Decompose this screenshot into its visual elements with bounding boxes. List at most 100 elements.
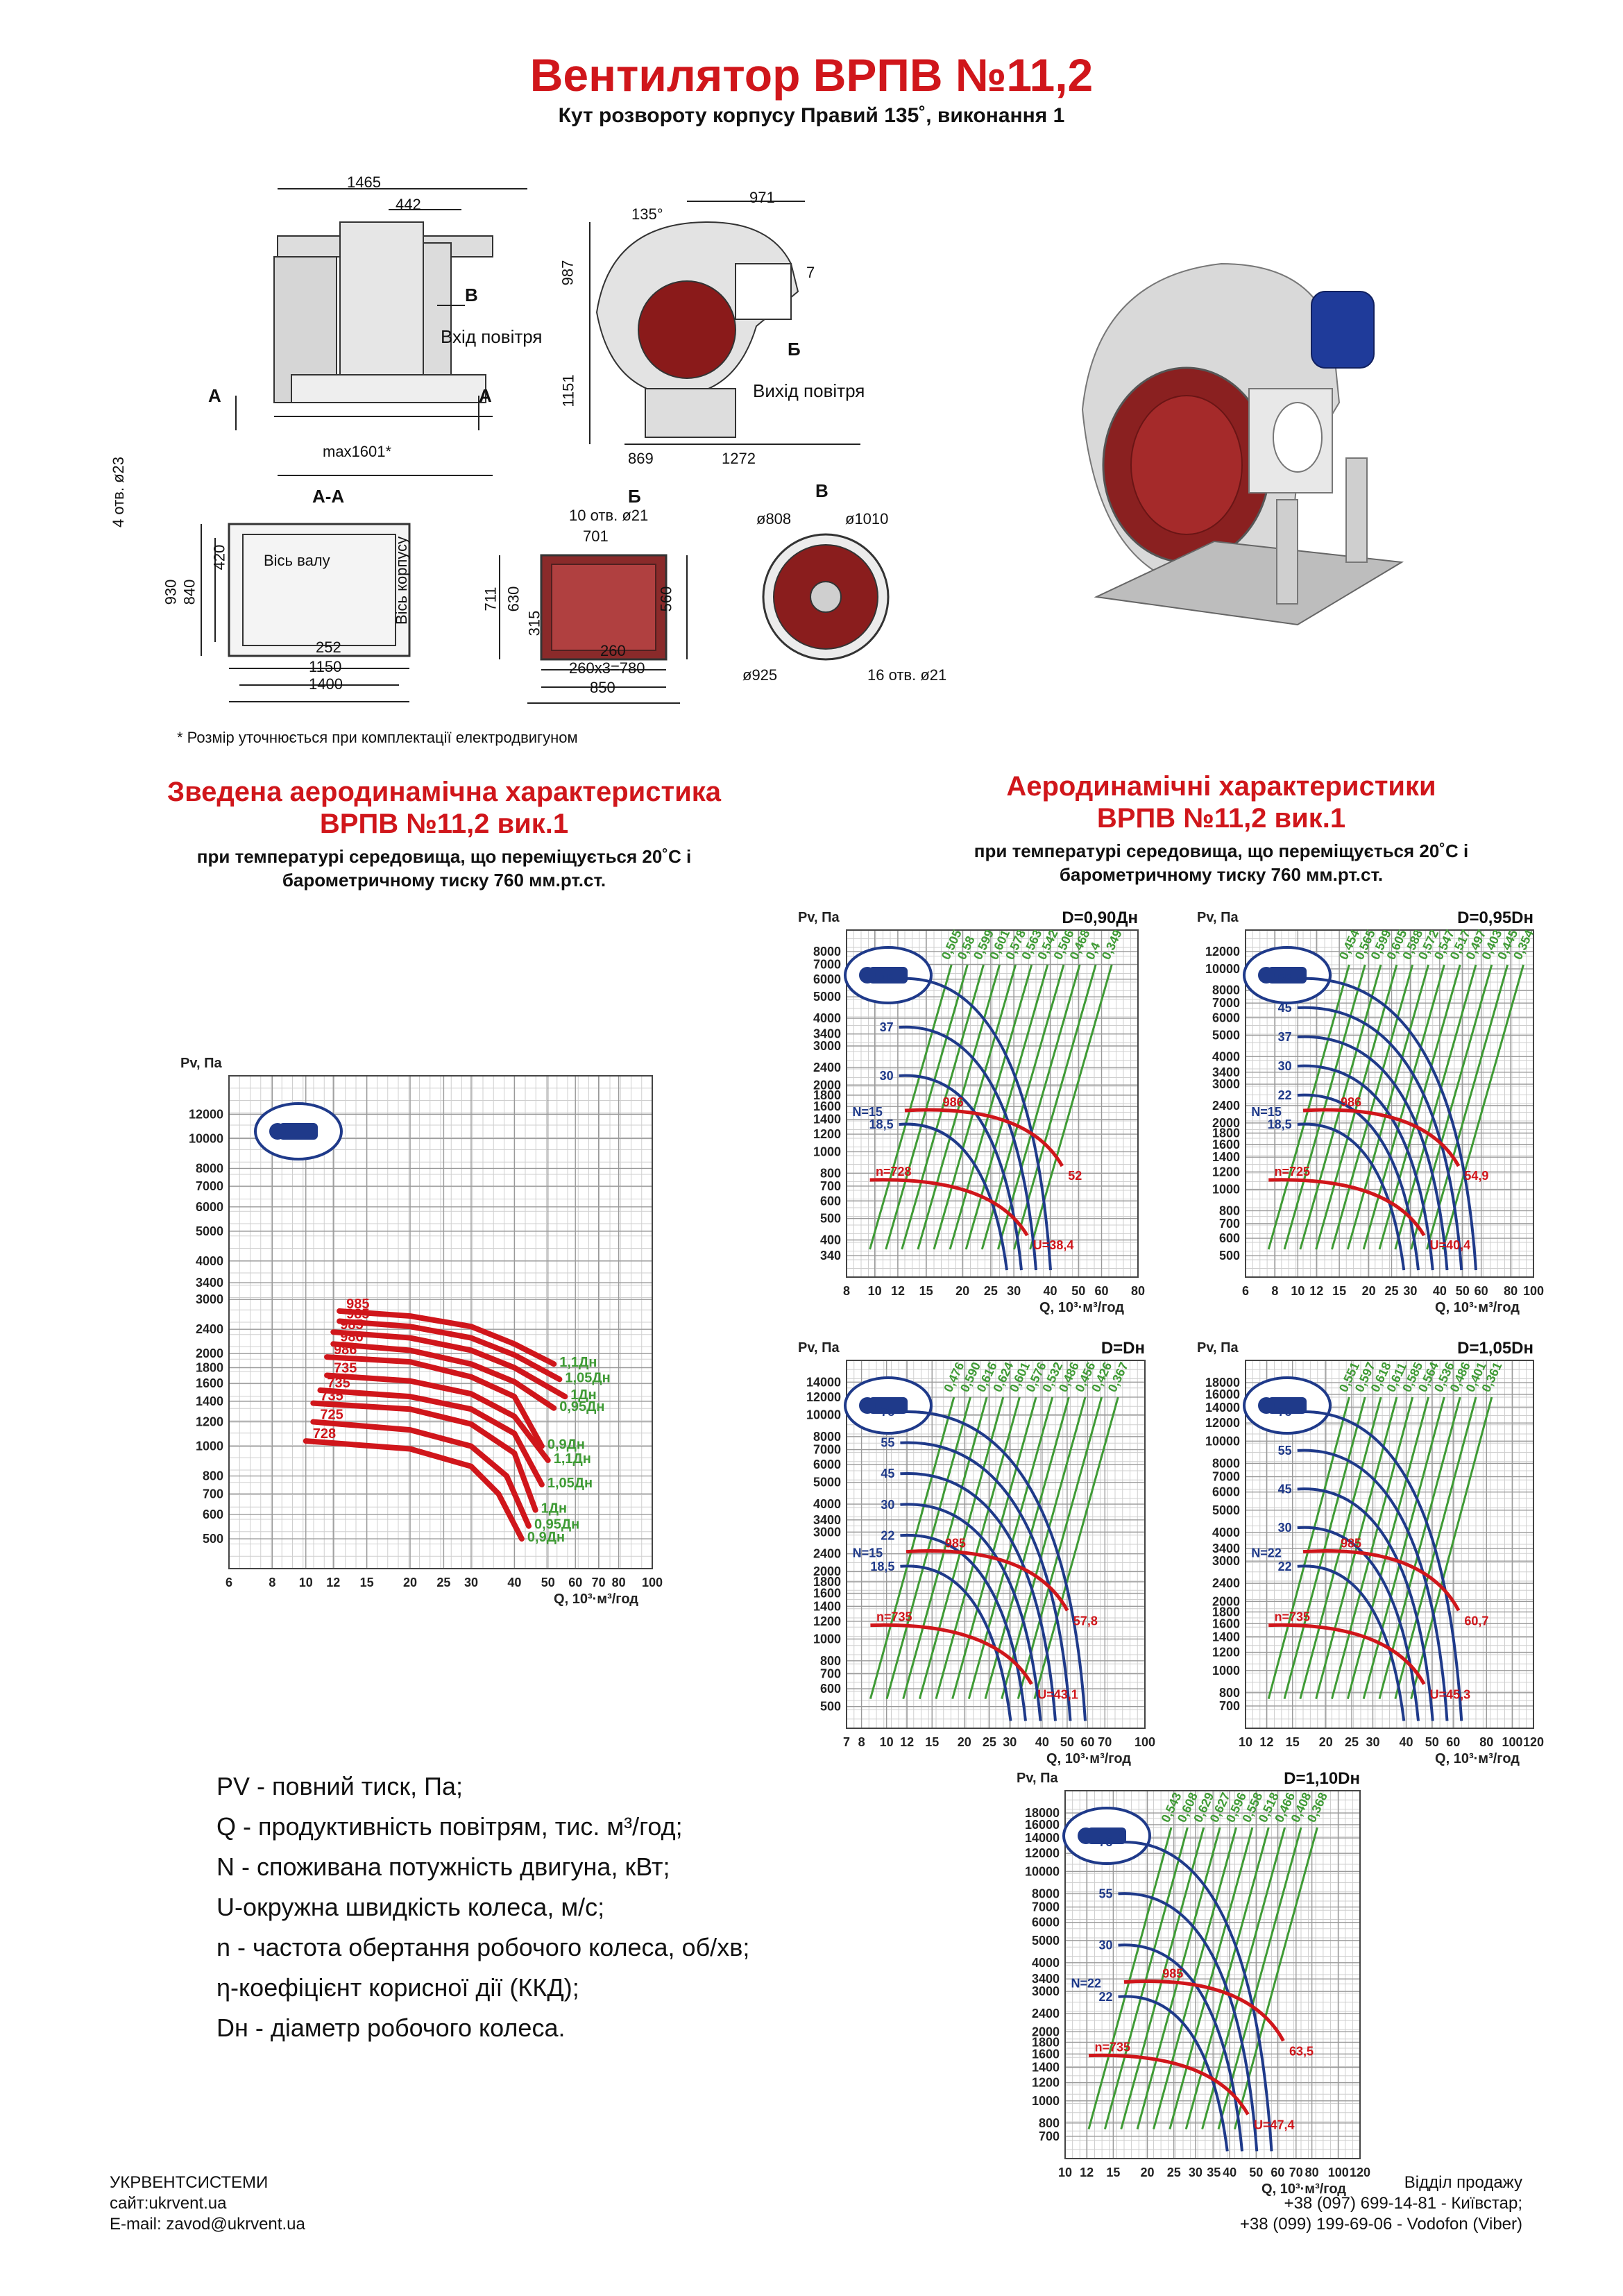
page-title: Вентилятор ВРПВ №11,2 <box>529 49 1094 101</box>
efficiency-line <box>1029 964 1113 1250</box>
efficiency-line <box>1362 1396 1445 1699</box>
y-tick-label: 8000 <box>1212 1456 1240 1470</box>
y-tick-label: 16000 <box>1025 1818 1060 1832</box>
site-link[interactable]: сайт:ukrvent.ua <box>110 2194 227 2213</box>
diameter-label: 1,05Дн <box>547 1476 593 1491</box>
x-tick-label: 20 <box>955 1284 969 1298</box>
x-tick-label: 25 <box>1384 1284 1398 1298</box>
diameter-label: 1,1Дн <box>559 1355 597 1370</box>
y-tick-label: 1800 <box>1032 2035 1060 2049</box>
y-axis-label-spare: Pv, Па <box>173 1068 176 1070</box>
x-tick-label: 8 <box>858 1735 865 1749</box>
x-tick-label: 8 <box>843 1284 850 1298</box>
dim-630: 630 <box>504 586 522 612</box>
x-tick-label: 15 <box>919 1284 933 1298</box>
y-axis-label: Pv, Па <box>1017 1771 1058 1786</box>
efficiency-line <box>1315 964 1398 1250</box>
x-tick-label: 20 <box>1319 1735 1333 1749</box>
y-tick-label: 2400 <box>1212 1099 1240 1113</box>
efficiency-line <box>1103 1827 1189 2129</box>
efficiency-line <box>1346 1396 1429 1699</box>
y-tick-label: 2000 <box>1212 1594 1240 1608</box>
x-tick-label: 25 <box>983 1735 996 1749</box>
y-axis-label: Pv, Па <box>1197 910 1239 925</box>
chart-title: D=0,95Dн <box>1457 909 1533 927</box>
dim-7: 7 <box>806 264 815 281</box>
power-label: 55 <box>881 1436 894 1450</box>
pressure-curve-low <box>1268 1623 1426 1685</box>
efficiency-line <box>1283 1396 1366 1699</box>
x-tick-label: 50 <box>1060 1735 1074 1749</box>
y-tick-label: 2400 <box>813 1547 841 1561</box>
logo-fan-icon <box>1087 1827 1126 1844</box>
x-tick-label: 6 <box>226 1576 232 1589</box>
size-note: * Розмір уточнюється при комплектації ел… <box>177 729 578 746</box>
dim-1465: 1465 <box>347 174 381 191</box>
summary-curve <box>330 1341 557 1411</box>
y-tick-label: 7000 <box>813 1443 841 1457</box>
power-curve <box>1297 1064 1434 1271</box>
power-label: 22 <box>1278 1088 1292 1102</box>
speed-label: n=728 <box>876 1165 912 1179</box>
power-curve <box>900 1410 1087 1721</box>
label-a-right: А <box>479 385 492 406</box>
summary-curve <box>303 1438 525 1542</box>
y-tick-label: 1000 <box>1212 1664 1240 1678</box>
speed-label: n=735 <box>1275 1610 1311 1624</box>
x-tick-label: 25 <box>984 1284 998 1298</box>
y-tick-label: 8000 <box>1032 1886 1060 1900</box>
speed-label: n=735 <box>876 1610 912 1624</box>
y-tick-label: 1200 <box>1212 1165 1240 1179</box>
y-tick-label: 400 <box>820 1233 841 1247</box>
y-tick-label: 1800 <box>196 1361 223 1375</box>
email-link[interactable]: E-mail: zavod@ukrvent.ua <box>110 2215 305 2234</box>
power-n-label: N=15 <box>852 1105 883 1119</box>
inlet-label: Вхід повітря <box>441 326 543 347</box>
x-tick-label: 25 <box>436 1576 450 1589</box>
x-tick-label: 40 <box>1400 1735 1413 1749</box>
power-curve <box>1297 1035 1449 1271</box>
x-tick-label: 15 <box>1332 1284 1346 1298</box>
x-tick-label: 50 <box>541 1576 555 1589</box>
dim-442: 442 <box>396 196 421 213</box>
x-tick-label: 10 <box>299 1576 313 1589</box>
x-tick-label: 40 <box>1433 1284 1447 1298</box>
pressure-curve-low <box>1088 2053 1250 2116</box>
y-tick-label: 2000 <box>1032 2025 1060 2038</box>
speed-label: 735 <box>327 1376 350 1391</box>
speed-label: n=735 <box>1095 2041 1131 2054</box>
fan-3d-illustration <box>1081 262 1404 626</box>
logo-fan-icon <box>1258 1397 1275 1414</box>
x-tick-label: 20 <box>403 1576 417 1589</box>
y-tick-label: 1200 <box>813 1614 841 1628</box>
summary-curve <box>324 1372 551 1463</box>
y-tick-label: 18000 <box>1205 1376 1240 1390</box>
power-label: 75 <box>881 1405 894 1419</box>
efficiency-line <box>885 1396 971 1700</box>
phone-kyivstar[interactable]: +38 (097) 699-14-81 - Київстар; <box>1284 2194 1522 2213</box>
u-label: U=43,1 <box>1037 1688 1078 1702</box>
y-tick-label: 2000 <box>196 1347 223 1360</box>
x-tick-label: 40 <box>1044 1284 1057 1298</box>
summary-title-2: ВРПВ №11,2 вик.1 <box>319 809 569 839</box>
efficiency-line <box>935 1396 1021 1700</box>
x-tick-label: 50 <box>1249 2166 1263 2179</box>
dim-260: 260 <box>600 642 626 659</box>
x-tick-label: 40 <box>1035 1735 1049 1749</box>
phone-vodafone[interactable]: +38 (099) 199-69-06 - Vodofon (Viber) <box>1239 2215 1522 2234</box>
logo-fan-icon <box>859 967 876 984</box>
dim-1400: 1400 <box>309 675 343 693</box>
speed-label: 986 <box>334 1342 357 1358</box>
dim-869: 869 <box>628 450 654 467</box>
y-tick-label: 4000 <box>813 1011 841 1025</box>
logo-fan-icon <box>279 1123 318 1140</box>
dim-angle-135: 135° <box>631 205 663 223</box>
y-tick-label: 1400 <box>196 1394 223 1408</box>
dim-971: 971 <box>749 189 775 206</box>
dim-1010: ø1010 <box>845 510 889 527</box>
power-curve <box>1297 1487 1434 1721</box>
x-tick-label: 40 <box>1223 2166 1237 2179</box>
y-tick-label: 5000 <box>813 990 841 1004</box>
dim-808: ø808 <box>756 510 792 527</box>
power-label: 30 <box>880 1069 894 1083</box>
